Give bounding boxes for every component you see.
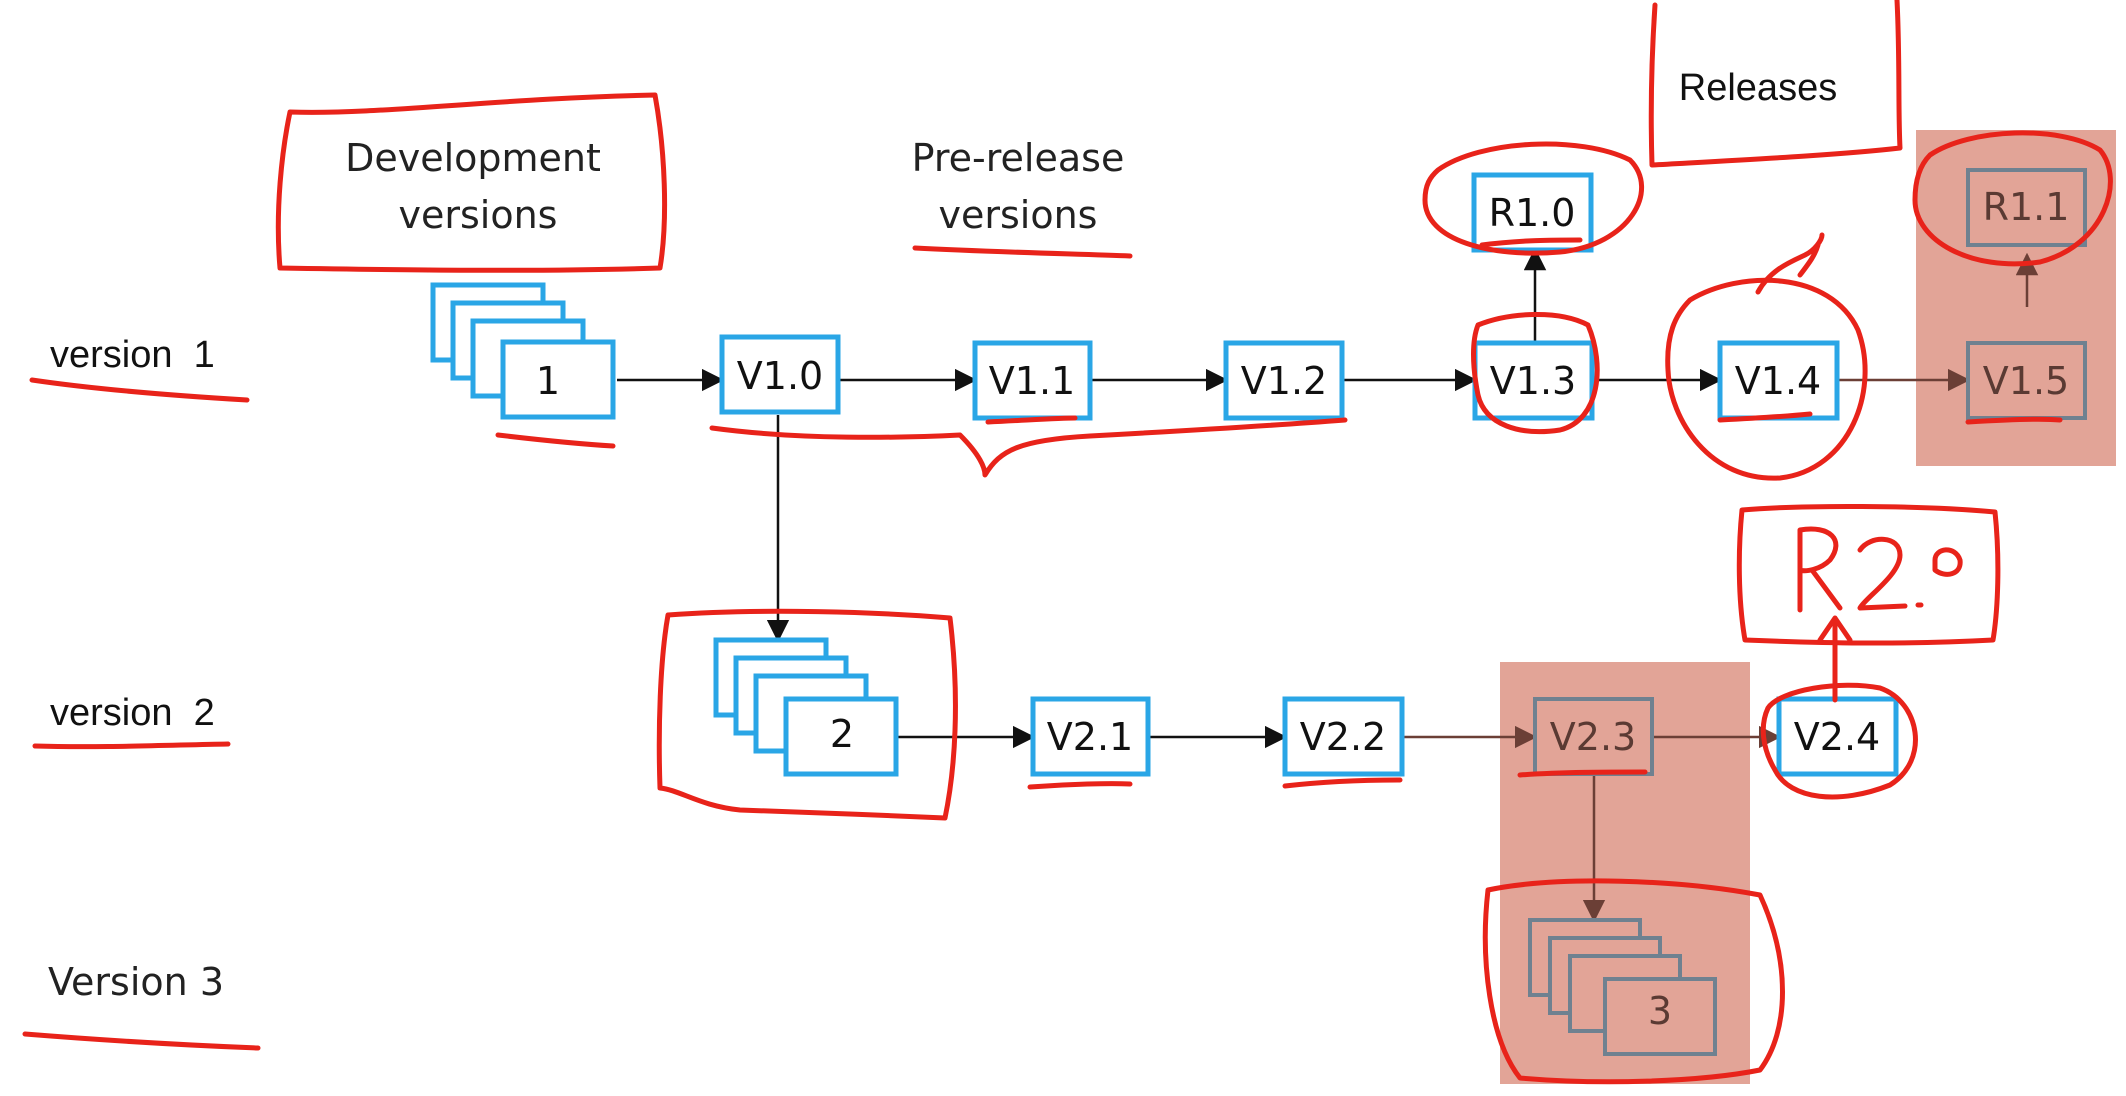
- stack-2: 2: [713, 637, 899, 777]
- box-v22: V2.2: [1282, 696, 1405, 777]
- box-v11: V1.1: [972, 340, 1093, 421]
- box-v21: V2.1: [1030, 696, 1151, 777]
- box-v12: V1.2: [1223, 340, 1345, 421]
- underline-v23: [1517, 769, 1648, 778]
- red-annotations: [22, 0, 2113, 1085]
- box-v15-label: V1.5: [1983, 359, 2069, 403]
- underline-version3: [22, 1031, 261, 1051]
- circle-r10: [1422, 141, 1644, 256]
- box-r11: R1.1: [1966, 168, 2087, 247]
- box-v24-label: V2.4: [1794, 715, 1880, 759]
- box-v13: V1.3: [1472, 340, 1595, 421]
- underline-version2: [32, 741, 231, 750]
- box-v13-label: V1.3: [1490, 359, 1576, 403]
- row-label-version1: version 1: [50, 334, 215, 376]
- heading-development-line1: Development: [345, 136, 601, 180]
- underline-r10: [1479, 237, 1583, 248]
- stack-1: 1: [430, 282, 616, 420]
- underline-stack1: [495, 432, 616, 449]
- row-label-version3: Version 3: [48, 960, 224, 1004]
- underline-version1: [29, 377, 250, 403]
- box-v10: V1.0: [719, 334, 841, 415]
- circle-stack3: [1482, 878, 1785, 1085]
- underline-prerelease: [912, 245, 1133, 259]
- underline-v22: [1282, 777, 1403, 789]
- box-r10-label: R1.0: [1489, 191, 1576, 235]
- brace-prerelease: [709, 417, 1348, 478]
- box-v21-label: V2.1: [1047, 715, 1133, 759]
- box-v23-label: V2.3: [1550, 715, 1636, 759]
- box-v11-label: V1.1: [989, 359, 1075, 403]
- heading-prerelease-line1: Pre-release: [912, 136, 1125, 180]
- underline-v21: [1027, 781, 1133, 790]
- box-v14-label: V1.4: [1735, 359, 1821, 403]
- box-v24: V2.4: [1776, 696, 1899, 777]
- box-v23: V2.3: [1533, 697, 1654, 776]
- row-label-version2: version 2: [50, 692, 215, 734]
- heading-releases: Releases: [1679, 67, 1837, 109]
- box-v14: V1.4: [1717, 340, 1840, 421]
- box-v22-label: V2.2: [1300, 715, 1386, 759]
- circle-releases: [1648, 0, 1903, 168]
- circle-r20: [1736, 503, 2001, 646]
- stack-3: 3: [1528, 918, 1717, 1056]
- underline-v15: [1965, 416, 2063, 425]
- circle-stack2: [656, 608, 958, 821]
- box-v12-label: V1.2: [1241, 359, 1327, 403]
- underline-v14: [1717, 411, 1813, 423]
- circle-development: [275, 92, 668, 273]
- heading-development-line2: versions: [399, 193, 558, 237]
- circle-v24: [1760, 682, 1918, 800]
- stack-1-label: 1: [536, 359, 560, 403]
- circle-r11: [1912, 130, 2113, 267]
- stack-2-label: 2: [830, 712, 854, 756]
- box-r10: R1.0: [1471, 172, 1594, 253]
- circle-v14: [1665, 277, 1868, 481]
- box-v15: V1.5: [1966, 341, 2087, 420]
- box-v10-label: V1.0: [737, 354, 823, 398]
- underline-v11: [985, 415, 1078, 425]
- stack-3-label: 3: [1648, 989, 1672, 1033]
- handwritten-r20: [1797, 526, 1963, 613]
- box-r11-label: R1.1: [1983, 185, 2070, 229]
- heading-prerelease-line2: versions: [939, 193, 1098, 237]
- circle-v13: [1471, 312, 1600, 435]
- scribble-v14: [1755, 232, 1825, 295]
